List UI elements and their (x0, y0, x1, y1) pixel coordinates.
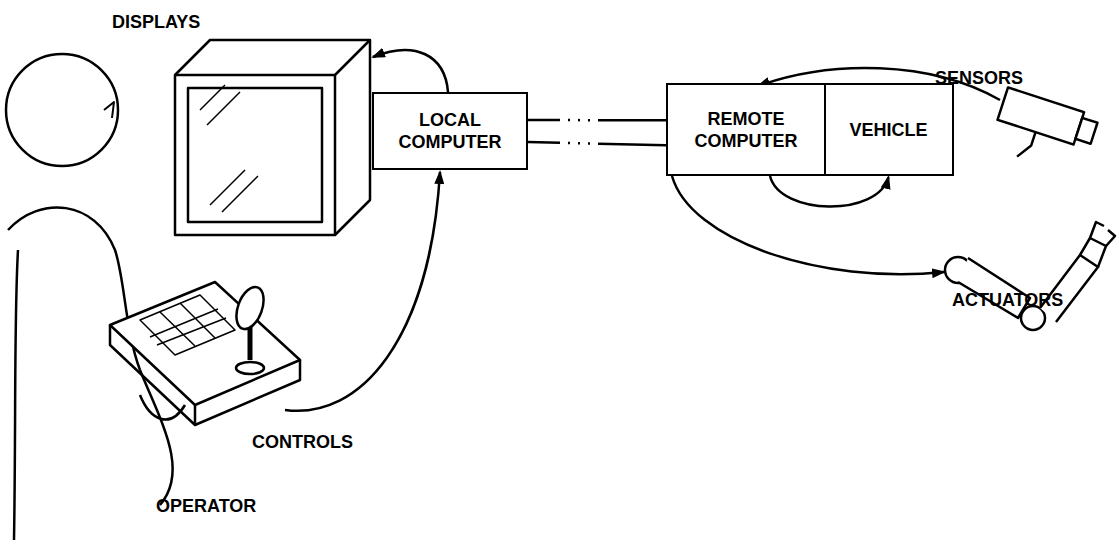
part-label: CONTROLS (252, 432, 353, 452)
actuator-arrow (672, 176, 944, 274)
camera-sensor (989, 87, 1100, 177)
link-connector (528, 120, 666, 145)
part-label: DISPLAYS (112, 12, 200, 32)
display-monitor (175, 40, 370, 235)
part-label: OPERATOR (156, 496, 256, 516)
controls-arrow (285, 172, 440, 411)
computer-box: LOCAL COMPUTER (372, 92, 528, 170)
display-arrow (373, 50, 448, 92)
part-label: SENSORS (935, 68, 1023, 88)
computer-box: REMOTE COMPUTER (666, 83, 826, 176)
vehicle-box: VEHICLE (824, 83, 954, 176)
link-connector (770, 176, 889, 207)
operator-figure (6, 54, 173, 540)
control-box (110, 282, 300, 425)
part-label: ACTUATORS (952, 290, 1063, 310)
manipulator-arm (945, 222, 1115, 330)
box-label: LOCAL COMPUTER (374, 105, 526, 157)
box-label: VEHICLE (841, 115, 935, 145)
box-label: REMOTE COMPUTER (668, 104, 824, 156)
